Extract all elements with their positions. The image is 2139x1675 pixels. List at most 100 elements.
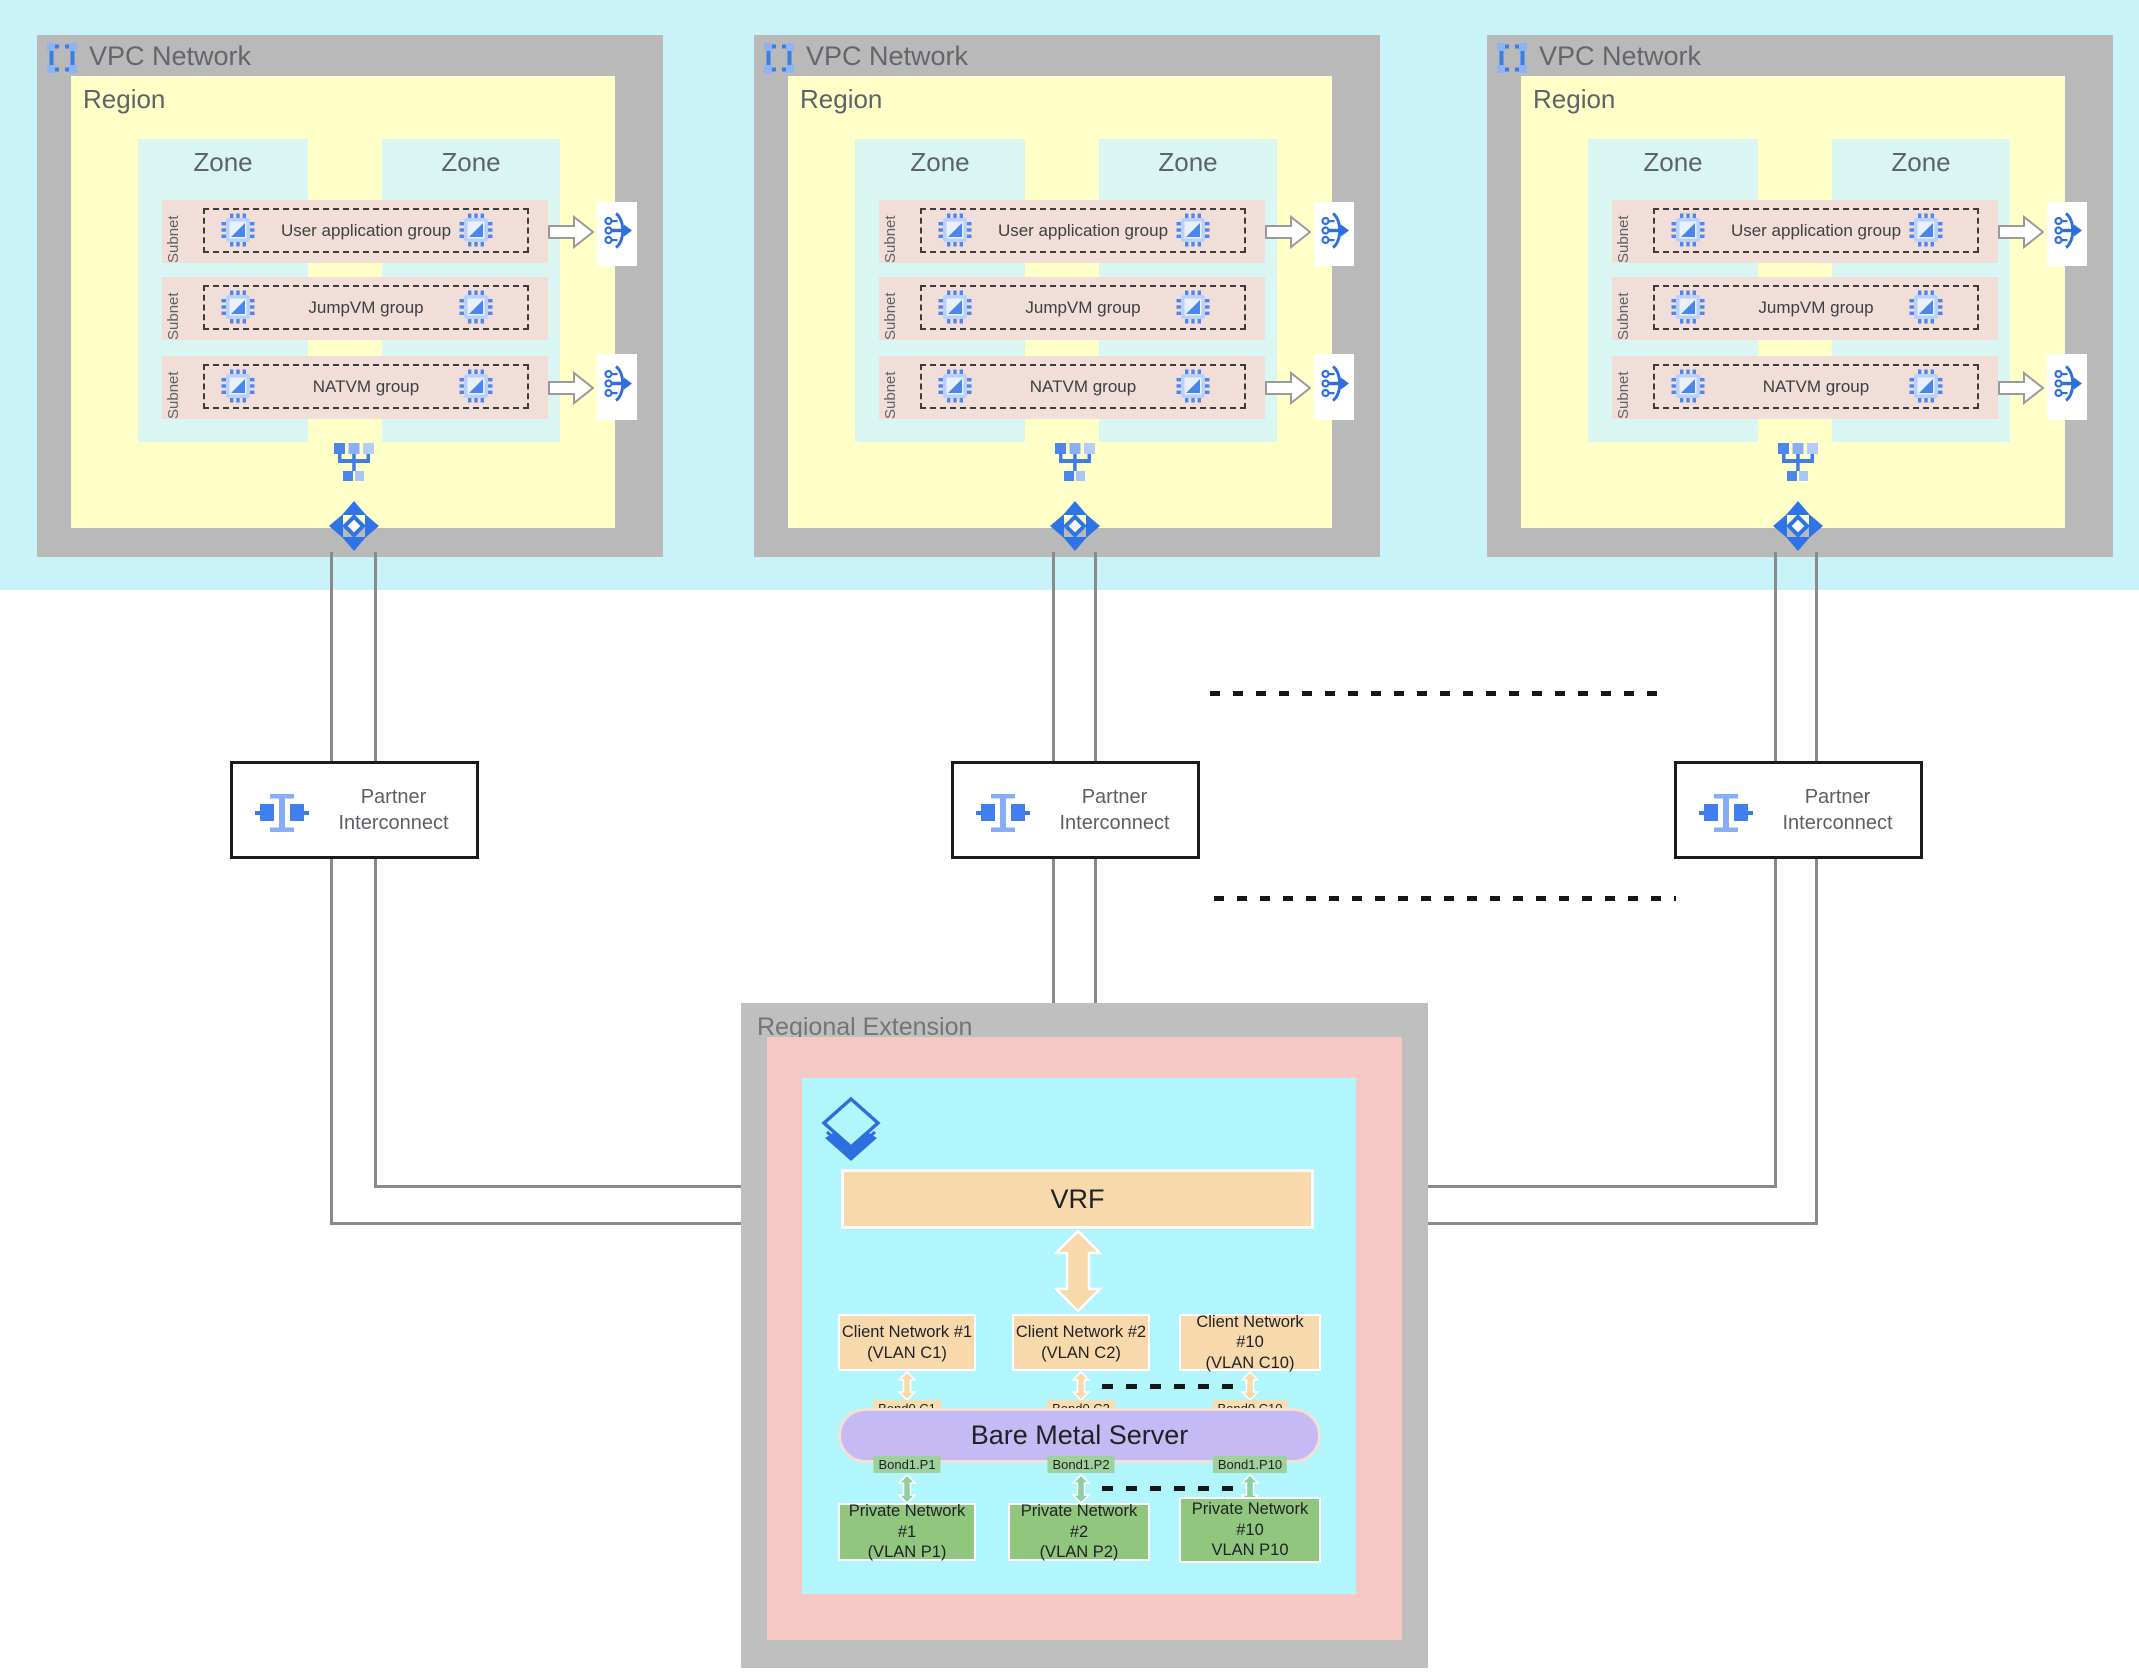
private-network-label-line: (VLAN P1) [867, 1543, 947, 1562]
vm-instance-icon [459, 290, 493, 324]
instance-group-box: User application group [203, 208, 529, 253]
zone-label: Zone [441, 147, 501, 177]
subnet-row: Subnet NATVM group [1612, 356, 1998, 419]
partner-interconnect-icon [1699, 790, 1753, 836]
connector-line [1094, 552, 1097, 1169]
instance-group-label: NATVM group [312, 376, 420, 396]
partner-interconnect-icon [255, 790, 309, 836]
zone-label: Zone [193, 147, 253, 177]
load-balancer-box [597, 202, 637, 266]
to-load-balancer-arrow [1265, 214, 1312, 250]
private-bond-arrow [897, 1473, 917, 1505]
load-balancer-box [2047, 202, 2087, 266]
private-network-box: Private Network #2 (VLAN P2) [1008, 1502, 1150, 1562]
vpc-header: VPC Network [754, 35, 1380, 76]
network-trident-icon [1776, 443, 1820, 483]
load-balancer-box [1314, 354, 1354, 420]
partner-interconnect-label-line1: Partner [1804, 785, 1871, 808]
vm-instance-icon [1671, 213, 1705, 247]
subnet-row: Subnet User application group [879, 200, 1265, 263]
client-network-label-line: (VLAN C1) [867, 1343, 947, 1362]
routing-arrows-icon [1772, 500, 1824, 552]
private-network-label-line: Private Network #2 [1020, 1502, 1138, 1541]
vm-instance-icon [1909, 213, 1943, 247]
vm-instance-icon [459, 369, 493, 403]
load-balancer-icon [2052, 363, 2082, 412]
vrf-label: VRF [1050, 1183, 1105, 1214]
subnet-label: Subnet [882, 292, 899, 340]
client-network-label-line: Client Network #1 [841, 1322, 973, 1341]
vm-instance-icon [1909, 369, 1943, 403]
vm-instance-icon [221, 290, 255, 324]
zone-label: Zone [910, 147, 970, 177]
vm-instance-icon [221, 369, 255, 403]
client-network-label-line: Client Network #2 [1015, 1322, 1147, 1341]
to-load-balancer-arrow [1998, 370, 2045, 406]
ellipsis-dotted-line [1210, 691, 1667, 696]
subnet-label: Subnet [882, 371, 899, 419]
connector-line [374, 1185, 841, 1188]
vpc-network-icon [47, 43, 77, 73]
vm-instance-icon [938, 290, 972, 324]
zone-label: Zone [1158, 147, 1218, 177]
client-network-label-line: Client Network #10 [1196, 1312, 1304, 1352]
ellipsis-dotted-line [1102, 1384, 1234, 1389]
vrf-box: VRF [841, 1169, 1314, 1229]
partner-interconnect-label-line2: Interconnect [1782, 812, 1893, 834]
partner-interconnect-label-line2: Interconnect [338, 812, 449, 834]
to-load-balancer-arrow [548, 214, 595, 250]
to-load-balancer-arrow [1265, 370, 1312, 406]
ellipsis-dotted-line [1102, 1486, 1234, 1491]
client-network-box: Client Network #2(VLAN C2) [1012, 1314, 1150, 1371]
partner-interconnect-label-line1: Partner [1081, 785, 1148, 808]
client-bond-arrow [1071, 1370, 1091, 1402]
vm-instance-icon [1176, 213, 1210, 247]
instance-group-label: NATVM group [1762, 376, 1870, 396]
subnet-label: Subnet [882, 215, 899, 263]
bare-metal-server: Bare Metal Server [838, 1408, 1321, 1463]
subnet-row: Subnet NATVM group [879, 356, 1265, 419]
private-network-label-line: Private Network [1191, 1500, 1309, 1519]
partner-interconnect-icon [976, 790, 1030, 836]
instance-group-box: NATVM group [1653, 364, 1979, 409]
routing-arrows-icon [328, 500, 380, 552]
connector-line [374, 552, 377, 1188]
private-network-label-line: (VLAN P2) [1039, 1543, 1119, 1562]
instance-group-box: JumpVM group [1653, 285, 1979, 330]
subnet-label: Subnet [165, 371, 182, 419]
vm-instance-icon [221, 213, 255, 247]
instance-group-box: NATVM group [203, 364, 529, 409]
vpc-network-title: VPC Network [1539, 41, 1702, 71]
connector-line [330, 1222, 841, 1225]
instance-group-label: User application group [997, 220, 1169, 240]
load-balancer-icon [1319, 363, 1349, 412]
partner-interconnect-label-line2: Interconnect [1059, 812, 1170, 834]
subnet-label: Subnet [1615, 371, 1632, 419]
connector-line [1314, 1222, 1818, 1225]
instance-group-box: User application group [1653, 208, 1979, 253]
layered-diamond-icon [821, 1096, 881, 1161]
bare-metal-server-label: Bare Metal Server [970, 1420, 1189, 1450]
subnet-row: Subnet NATVM group [162, 356, 548, 419]
instance-group-label: NATVM group [1029, 376, 1137, 396]
instance-group-label: User application group [1730, 220, 1902, 240]
subnet-label: Subnet [165, 292, 182, 340]
bond1-tag: Bond1.P1 [873, 1456, 941, 1473]
to-load-balancer-arrow [548, 370, 595, 406]
load-balancer-icon [1319, 210, 1349, 259]
load-balancer-icon [602, 210, 632, 259]
region-label: Region [1533, 84, 1616, 114]
bond1-tag: Bond1.P2 [1047, 1456, 1115, 1473]
vpc-network-title: VPC Network [89, 41, 252, 71]
client-network-box: Client Network #10(VLAN C10) [1179, 1312, 1321, 1372]
connector-line [1815, 552, 1818, 1225]
vm-instance-icon [1909, 290, 1943, 324]
vm-instance-icon [1671, 369, 1705, 403]
instance-group-label: JumpVM group [308, 297, 424, 317]
